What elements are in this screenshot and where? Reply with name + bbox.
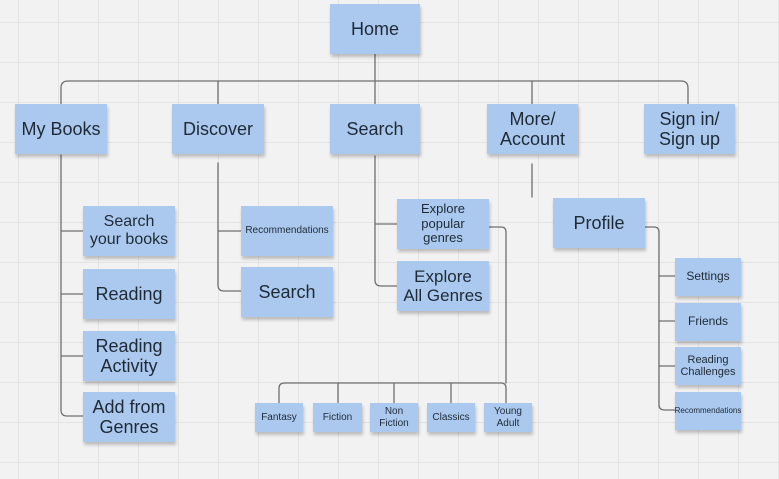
- node-fiction: Fiction: [313, 403, 362, 432]
- node-reading-activity: Reading Activity: [83, 331, 175, 381]
- node-young-adult: Young Adult: [484, 403, 532, 432]
- node-recommendations-profile: Recommendations: [675, 392, 741, 430]
- node-reading: Reading: [83, 269, 175, 319]
- connector-discover-children: [217, 162, 242, 292]
- connector-my-books-children: [60, 154, 84, 417]
- connector-search-children: [374, 155, 398, 287]
- node-recommendations-discover: Recommendations: [241, 206, 333, 256]
- node-profile: Profile: [553, 198, 645, 248]
- node-add-from-genres: Add from Genres: [83, 392, 175, 442]
- node-explore-all-genres: Explore All Genres: [397, 261, 489, 311]
- node-reading-challenges: Reading Challenges: [675, 347, 741, 385]
- node-discover: Discover: [172, 104, 264, 154]
- node-settings: Settings: [675, 258, 741, 296]
- node-search-your-books: Search your books: [83, 206, 175, 256]
- node-non-fiction: Non Fiction: [370, 403, 418, 432]
- connector-profile-trunk: [644, 226, 676, 411]
- connector-genres-trunk: [488, 226, 507, 384]
- node-explore-popular-genres: Explore popular genres: [397, 199, 489, 249]
- node-search: Search: [330, 104, 420, 154]
- node-my-books: My Books: [15, 104, 107, 154]
- node-search-discover: Search: [241, 267, 333, 317]
- node-friends: Friends: [675, 303, 741, 341]
- node-sign-in-sign-up: Sign in/ Sign up: [644, 104, 735, 154]
- node-fantasy: Fantasy: [255, 403, 303, 432]
- connector-genres-bus: [278, 382, 507, 404]
- node-more-account: More/ Account: [487, 104, 578, 154]
- node-classics: Classics: [427, 403, 475, 432]
- node-home: Home: [330, 4, 420, 54]
